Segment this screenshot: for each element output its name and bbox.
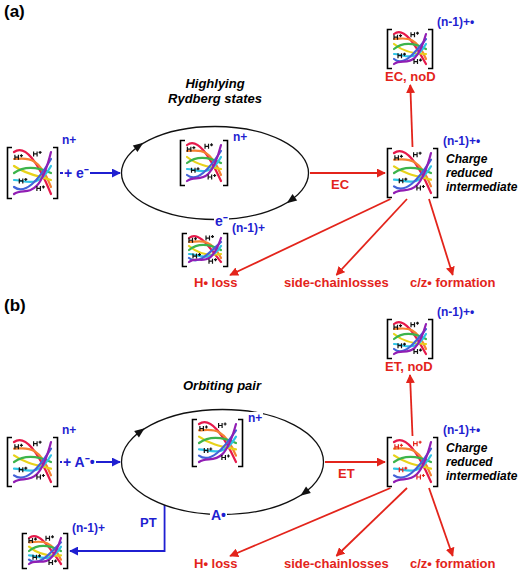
reaction-arrow (70, 505, 165, 551)
outcome-label: c/z• formation (408, 275, 497, 292)
orbit-ellipse (120, 125, 310, 221)
charge-state: (n-1)+ (232, 222, 265, 236)
outcome-label: EC, noD (385, 70, 436, 85)
panel-letter: (b) (4, 296, 26, 316)
protein-icon (385, 28, 435, 70)
radical-label: A• (210, 507, 227, 523)
reaction-arrow (230, 199, 390, 275)
charge-state: n+ (232, 131, 248, 145)
precursor-ion: n+ (5, 436, 60, 488)
outcome-label: H• loss (192, 556, 240, 573)
arrow-label: EC (330, 178, 350, 193)
reaction-arrow (336, 199, 407, 275)
electron-label: e⁻ (214, 213, 229, 229)
protein-icon (20, 532, 70, 570)
charge-state: (n-1)+• (443, 424, 480, 438)
outcome-label: c/z• formation (410, 557, 495, 572)
reaction-arrow (410, 375, 413, 436)
protein-icon (385, 318, 435, 360)
reagent-label: + A⁻• (62, 454, 96, 470)
charge-reduced-ion: (n-1)+•Charge reduced intermediate (385, 147, 440, 199)
protein-icon (178, 139, 230, 187)
outcome-label: side-chainlosses (282, 275, 391, 292)
no-dissociation-ion: (n-1)+•EC, noD (385, 28, 436, 85)
charge-state: (n-1)+• (437, 16, 474, 30)
arrow-label: PT (139, 516, 158, 531)
caption-text: Highlying Rydberg states (165, 77, 265, 107)
h-loss-ion: (n-1)+ (180, 232, 230, 268)
protein-icon (385, 436, 440, 488)
charge-reduced-ion: (n-1)+•Charge reduced intermediate (385, 436, 440, 488)
rydberg-orbit: Highlying Rydberg statesn+ (120, 125, 310, 221)
outcome-label: ET, noD (385, 360, 433, 375)
charge-state: n+ (247, 412, 263, 426)
reaction-arrow (325, 461, 385, 463)
reagent-label: + e⁻ (63, 165, 90, 181)
orbiting-ion: n+ (190, 418, 245, 468)
outcome-label: H• loss (192, 275, 240, 292)
caption-text: Orbiting pair (172, 379, 272, 394)
charge-state: (n-1)+• (437, 306, 474, 320)
proton-transfer-ion: (n-1)+ (20, 532, 70, 570)
no-dissociation-ion: (n-1)+•ET, noD (385, 318, 435, 375)
protein-icon (190, 418, 245, 468)
panel-letter: (a) (4, 2, 25, 22)
reaction-arrow (410, 85, 412, 147)
outcome-label: side-chainlosses (284, 557, 389, 572)
reaction-arrow (310, 172, 385, 174)
orbiting-pair: Orbiting pairn+ (120, 408, 325, 516)
caption-text: Charge reduced intermediate (446, 442, 525, 483)
caption-text: Charge reduced intermediate (446, 153, 525, 194)
orbiting-ion: n+ (178, 139, 230, 187)
reaction-arrow (230, 488, 390, 556)
outcome-label: c/z• formation (410, 276, 495, 291)
charge-state: n+ (62, 424, 76, 438)
charge-state: (n-1)+ (72, 522, 105, 536)
reaction-arrow (429, 488, 453, 556)
outcome-label: H• loss (194, 557, 238, 572)
protein-icon (180, 232, 230, 268)
charge-state: (n-1)+• (443, 135, 480, 149)
outcome-label: H• loss (194, 276, 238, 291)
reaction-arrow (429, 199, 453, 275)
protein-icon (385, 147, 440, 199)
protein-icon (5, 146, 60, 200)
outcome-label: side-chainlosses (284, 276, 389, 291)
outcome-label: c/z• formation (408, 556, 497, 573)
reaction-arrow (336, 488, 407, 556)
charge-state: n+ (62, 134, 76, 148)
outcome-label: side-chainlosses (282, 556, 391, 573)
precursor-ion: n+ (5, 146, 60, 200)
arrow-label: ET (337, 467, 356, 482)
protein-icon (5, 436, 60, 488)
